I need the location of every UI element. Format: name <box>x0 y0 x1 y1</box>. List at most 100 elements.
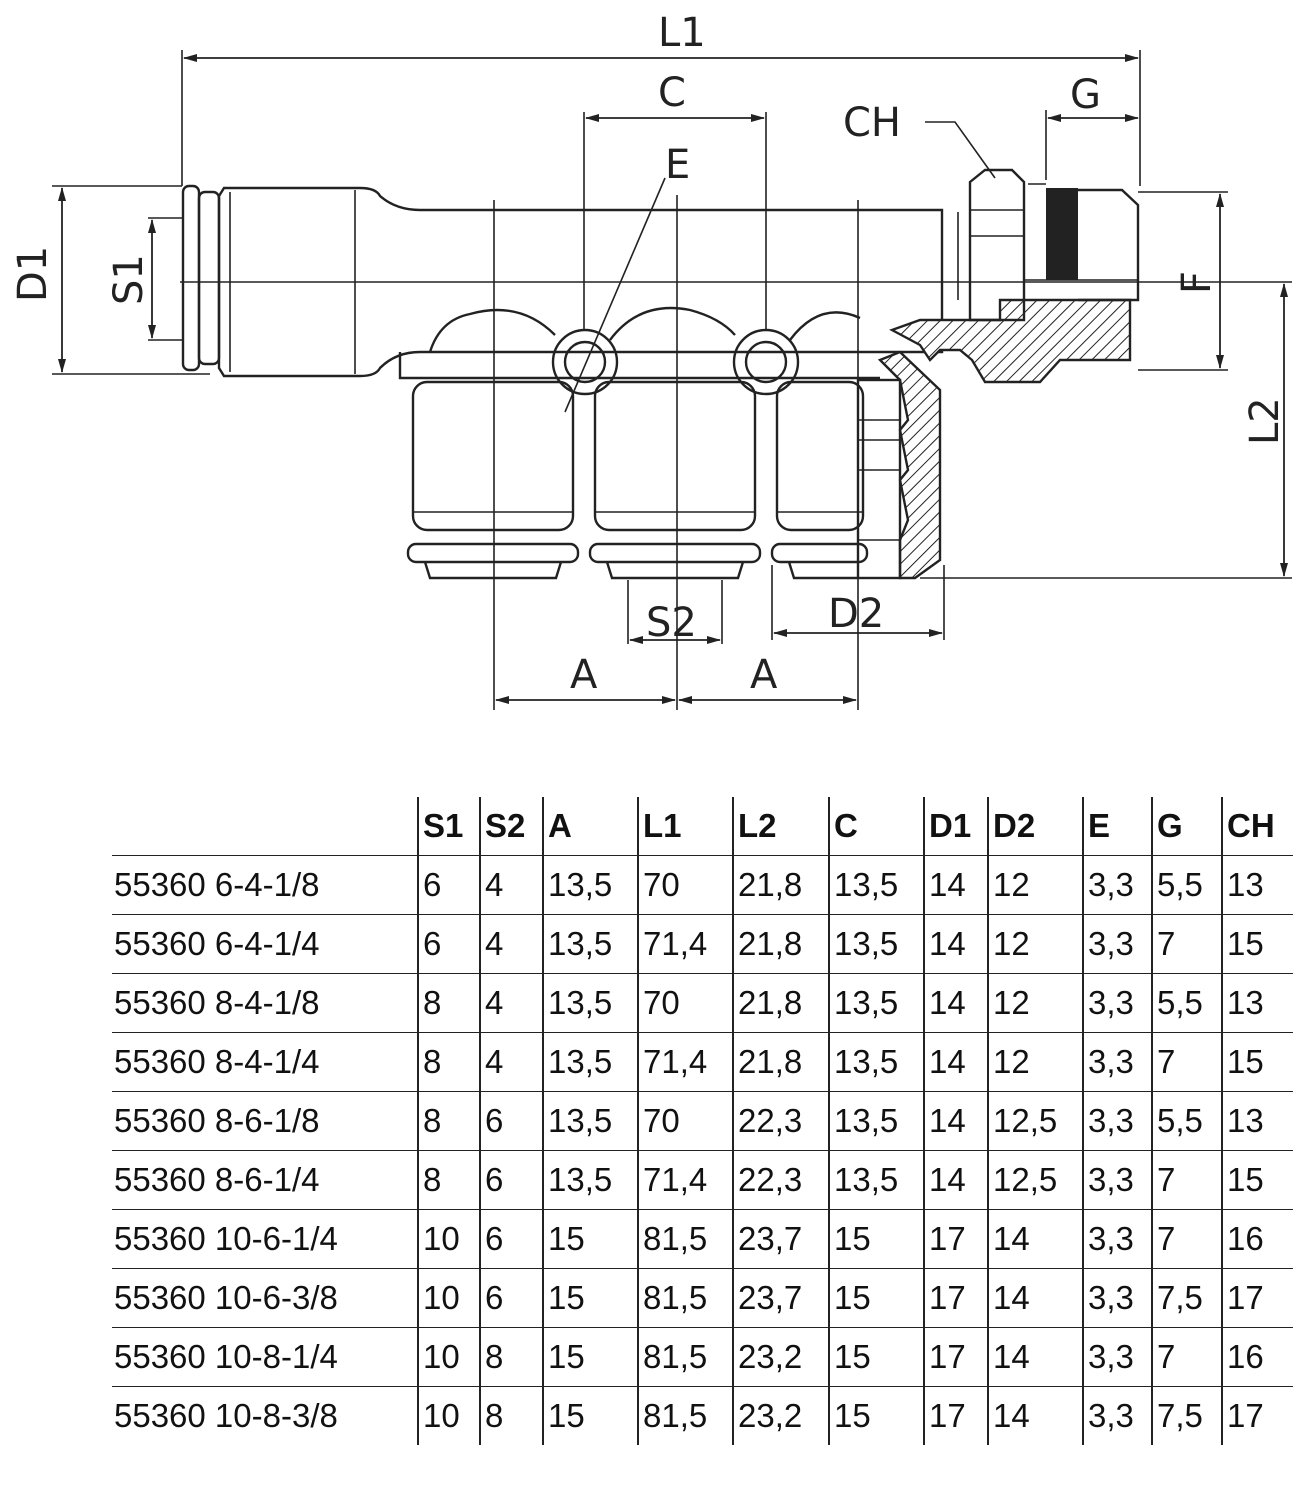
cell-a: 13,5 <box>542 914 638 974</box>
center-lines <box>180 112 1185 710</box>
cell-ch: 16 <box>1221 1209 1293 1269</box>
cell-c: 13,5 <box>828 1150 924 1210</box>
cell-e: 3,3 <box>1082 1209 1152 1269</box>
cell-d1: 14 <box>923 914 988 974</box>
label-L1: L1 <box>658 10 706 56</box>
cell-s2: 6 <box>479 1209 543 1269</box>
cell-l1: 71,4 <box>637 914 733 974</box>
cell-l2: 23,7 <box>732 1268 829 1328</box>
cell-d2: 12 <box>987 855 1083 915</box>
fitting-body <box>181 184 944 396</box>
cell-s2: 6 <box>479 1268 543 1328</box>
header-blank <box>112 797 418 856</box>
cell-d2: 12 <box>987 914 1083 974</box>
cell-l1: 71,4 <box>637 1032 733 1092</box>
fitting-technical-drawing: L1 C E CH G D1 S1 F L2 S2 D2 A A <box>10 10 1292 710</box>
cell-g: 7 <box>1151 914 1222 974</box>
header-d1: D1 <box>923 797 988 856</box>
cell-e: 3,3 <box>1082 1268 1152 1328</box>
cell-d2: 12,5 <box>987 1150 1083 1210</box>
cell-s2: 6 <box>479 1091 543 1151</box>
cell-e: 3,3 <box>1082 973 1152 1033</box>
cell-s2: 4 <box>479 855 543 915</box>
cell-g: 5,5 <box>1151 855 1222 915</box>
cell-d2: 12 <box>987 973 1083 1033</box>
cell-d2: 12 <box>987 1032 1083 1092</box>
cell-l1: 81,5 <box>637 1209 733 1269</box>
cell-e: 3,3 <box>1082 1386 1152 1445</box>
cell-l2: 21,8 <box>732 1032 829 1092</box>
cell-part-code: 55360 8-4-1/4 <box>112 1032 418 1092</box>
cell-g: 5,5 <box>1151 973 1222 1033</box>
cell-l1: 70 <box>637 973 733 1033</box>
header-c: C <box>828 797 924 856</box>
cell-d1: 14 <box>923 1150 988 1210</box>
cell-a: 13,5 <box>542 1150 638 1210</box>
cell-d1: 17 <box>923 1327 988 1387</box>
cell-a: 15 <box>542 1327 638 1387</box>
cell-s1: 8 <box>417 973 480 1033</box>
cell-ch: 15 <box>1221 914 1293 974</box>
outlet-fittings <box>406 380 869 580</box>
cell-a: 15 <box>542 1386 638 1445</box>
cell-ch: 13 <box>1221 1091 1293 1151</box>
header-d2: D2 <box>987 797 1083 856</box>
cell-g: 7 <box>1151 1150 1222 1210</box>
cell-g: 7 <box>1151 1209 1222 1269</box>
cell-d1: 14 <box>923 855 988 915</box>
cell-a: 13,5 <box>542 1091 638 1151</box>
cell-c: 13,5 <box>828 914 924 974</box>
cell-s1: 8 <box>417 1150 480 1210</box>
cell-l1: 81,5 <box>637 1268 733 1328</box>
cell-l1: 70 <box>637 855 733 915</box>
label-L2: L2 <box>1242 397 1288 445</box>
cell-part-code: 55360 10-6-3/8 <box>112 1268 418 1328</box>
cell-a: 13,5 <box>542 855 638 915</box>
cell-l1: 81,5 <box>637 1327 733 1387</box>
cell-s1: 6 <box>417 855 480 915</box>
cell-l2: 21,8 <box>732 973 829 1033</box>
header-g: G <box>1151 797 1222 856</box>
cell-ch: 17 <box>1221 1268 1293 1328</box>
cell-c: 13,5 <box>828 1032 924 1092</box>
cell-part-code: 55360 10-8-1/4 <box>112 1327 418 1387</box>
cell-ch: 15 <box>1221 1032 1293 1092</box>
cell-part-code: 55360 6-4-1/8 <box>112 855 418 915</box>
cell-d2: 14 <box>987 1209 1083 1269</box>
cell-part-code: 55360 8-6-1/4 <box>112 1150 418 1210</box>
cell-g: 7 <box>1151 1032 1222 1092</box>
cell-l2: 21,8 <box>732 855 829 915</box>
cell-l1: 71,4 <box>637 1150 733 1210</box>
dimension-lines <box>52 50 1292 704</box>
cell-d1: 17 <box>923 1386 988 1445</box>
cell-e: 3,3 <box>1082 1032 1152 1092</box>
cell-l1: 70 <box>637 1091 733 1151</box>
label-G: G <box>1070 72 1101 118</box>
cell-a: 15 <box>542 1209 638 1269</box>
cell-e: 3,3 <box>1082 914 1152 974</box>
cell-d2: 14 <box>987 1327 1083 1387</box>
header-e: E <box>1082 797 1152 856</box>
cell-part-code: 55360 8-4-1/8 <box>112 973 418 1033</box>
hex-nut-and-thread <box>941 168 1140 322</box>
header-a: A <box>542 797 638 856</box>
cell-c: 15 <box>828 1268 924 1328</box>
cell-d2: 14 <box>987 1386 1083 1445</box>
cell-c: 15 <box>828 1209 924 1269</box>
cell-ch: 13 <box>1221 855 1293 915</box>
cell-l2: 23,7 <box>732 1209 829 1269</box>
cell-l2: 22,3 <box>732 1150 829 1210</box>
cell-s2: 8 <box>479 1327 543 1387</box>
cell-ch: 15 <box>1221 1150 1293 1210</box>
cell-d1: 17 <box>923 1268 988 1328</box>
cell-e: 3,3 <box>1082 1091 1152 1151</box>
cell-d1: 17 <box>923 1209 988 1269</box>
cell-d1: 14 <box>923 1091 988 1151</box>
cell-e: 3,3 <box>1082 1327 1152 1387</box>
cell-ch: 13 <box>1221 973 1293 1033</box>
header-ch: CH <box>1221 797 1293 856</box>
